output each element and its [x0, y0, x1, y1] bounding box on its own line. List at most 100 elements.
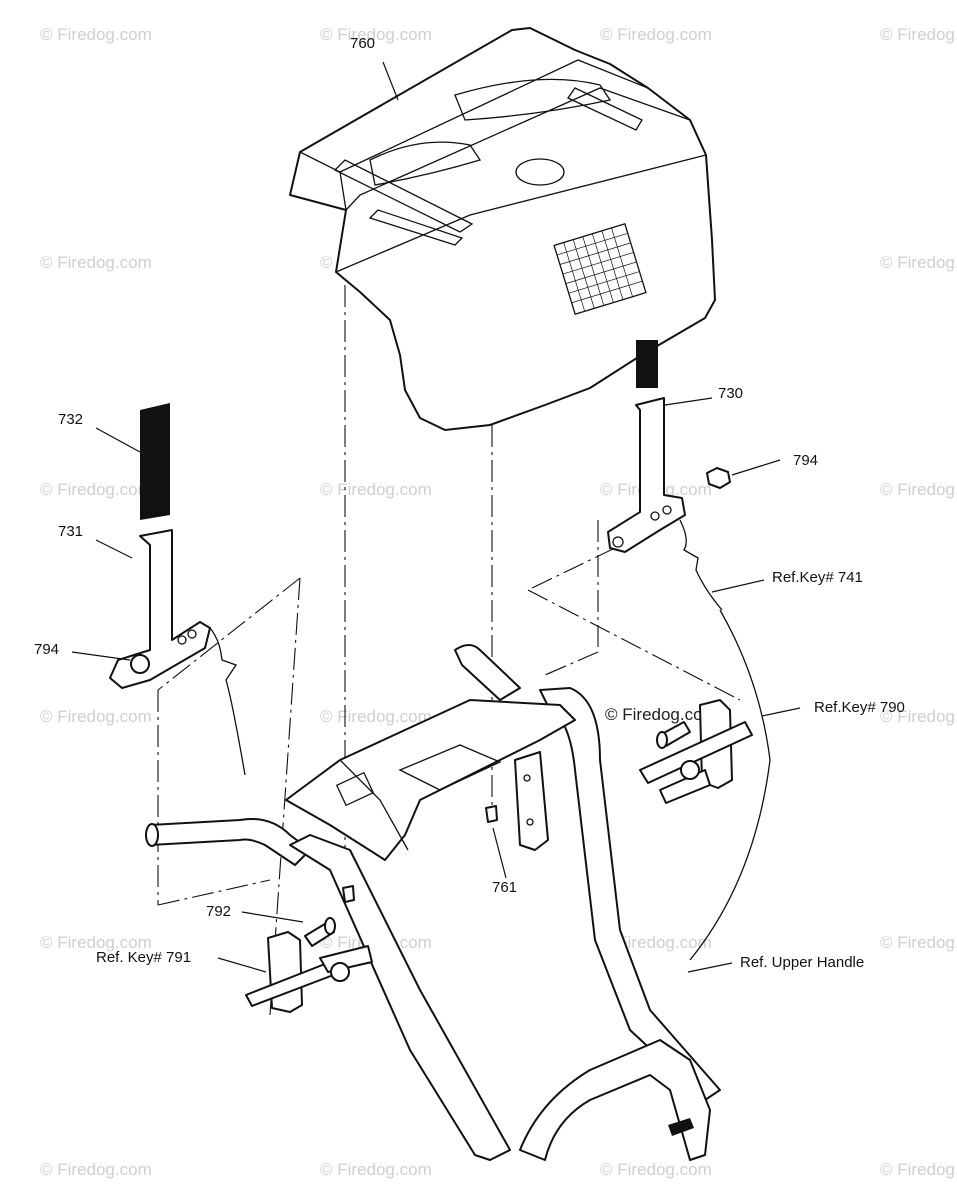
alignment-line	[527, 547, 616, 591]
hex-nut-794	[706, 467, 731, 489]
console-cover-hole	[515, 158, 565, 186]
watermark: © Firedog.com	[600, 933, 712, 952]
leader-upper-handle	[687, 962, 733, 973]
watermark: © Firedog.com	[40, 25, 152, 44]
alignment-line	[157, 577, 301, 691]
alignment-line	[157, 879, 271, 906]
watermark: © Firedog.com	[880, 707, 957, 726]
console-cover-front-edge	[335, 154, 707, 273]
bracket-edge	[339, 759, 409, 851]
callout-ref-upper-handle: Ref. Upper Handle	[740, 954, 864, 971]
shaft-assembly-790	[639, 699, 753, 1136]
shaft-assembly-791	[245, 917, 373, 1013]
alignment-line	[527, 589, 741, 701]
drive-lever-731-arm	[109, 529, 211, 689]
watermark: © Firedog.com	[320, 480, 432, 499]
bracket-cutout	[398, 744, 502, 791]
console-cover-recess	[369, 141, 482, 186]
watermark: © Firedog.com	[880, 933, 957, 952]
callout-792: 792	[206, 903, 231, 920]
leader-792	[241, 911, 304, 923]
callout-730: 730	[718, 385, 743, 402]
leader-794	[71, 651, 131, 661]
leader-lines	[71, 61, 801, 973]
lever-hole	[612, 536, 624, 548]
auger-lever-730	[607, 397, 731, 611]
callout-794-right: 794	[793, 452, 818, 469]
bracket-hole	[523, 774, 531, 782]
hex-nut-794	[130, 654, 150, 674]
lever-hole	[662, 505, 672, 515]
callout-761: 761	[492, 879, 517, 896]
shaft-791-collar	[330, 962, 350, 982]
watermark: © Firedog.com	[40, 933, 152, 952]
screw	[342, 885, 355, 903]
leader-760	[382, 61, 399, 101]
console-cover-slot	[368, 209, 464, 246]
callout-731: 731	[58, 523, 83, 540]
callout-732: 732	[58, 411, 83, 428]
bolt-head	[656, 731, 668, 749]
watermark: © Firedog.com	[600, 25, 712, 44]
callout-ref-791: Ref. Key# 791	[96, 949, 191, 966]
console-cover-slot	[567, 87, 643, 131]
control-panel-bracket	[285, 699, 576, 861]
alignment-line	[544, 651, 599, 676]
watermark: © Firedog.com	[40, 480, 152, 499]
handle-grip-left	[149, 818, 311, 866]
screw-761	[485, 805, 498, 823]
upper-handle-loop	[519, 1039, 711, 1161]
console-cover-grille	[553, 222, 647, 316]
handle-tube-left	[289, 834, 511, 1161]
bolt-792-head	[324, 917, 336, 935]
leader-730	[664, 397, 713, 406]
watermark: © Firedog.com	[880, 1160, 957, 1179]
console-cover-ridge	[339, 59, 649, 173]
watermark: © Firedog.com	[40, 253, 152, 272]
control-rod-left	[209, 627, 246, 776]
auger-lever-730-arm	[607, 397, 686, 553]
watermark: © Firedog.com	[880, 25, 957, 44]
handle-grip-end	[145, 823, 159, 847]
leader-731	[95, 539, 133, 559]
decal-732	[140, 403, 170, 520]
decal-strip	[636, 340, 658, 388]
callout-ref-741: Ref.Key# 741	[772, 569, 863, 586]
watermark: © Firedog.com	[880, 253, 957, 272]
watermark: © Firedog.com	[40, 707, 152, 726]
watermark: © Firedog.com	[880, 480, 957, 499]
shaft-plate-791	[267, 931, 303, 1013]
watermark: © Firedog.com	[40, 1160, 152, 1179]
bracket-hole	[526, 818, 534, 826]
control-cable	[689, 609, 771, 961]
console-cover-slot	[333, 159, 474, 233]
console-cover-760	[289, 27, 716, 431]
console-cover-edge	[345, 87, 691, 211]
leader-732	[95, 427, 141, 453]
callout-794-left: 794	[34, 641, 59, 658]
leader-761	[492, 827, 507, 879]
callout-760: 760	[350, 35, 375, 52]
lower-handle-assembly	[145, 644, 721, 1161]
lever-hole	[650, 511, 660, 521]
console-cover-recess	[454, 78, 612, 121]
watermark: © Firedog.com	[600, 1160, 712, 1179]
watermark: © Firedog.com	[320, 25, 432, 44]
leader-790	[761, 707, 801, 717]
watermark-center: © Firedog.com	[605, 705, 717, 724]
watermark: © Firedog.com	[320, 1160, 432, 1179]
drive-lever-731	[109, 529, 246, 776]
handle-grip-right	[454, 644, 521, 701]
console-cover-grille-mesh	[556, 227, 643, 312]
bracket-cutout	[335, 771, 375, 807]
control-rod-right	[679, 519, 723, 611]
spring	[668, 1118, 694, 1136]
callout-ref-790: Ref.Key# 790	[814, 699, 905, 716]
leader-794	[731, 459, 781, 476]
mounting-bracket	[514, 751, 549, 851]
lever-hole	[177, 635, 187, 645]
leader-791	[217, 957, 267, 973]
leader-741	[711, 579, 765, 593]
watermark: © Firedog.com	[320, 707, 432, 726]
